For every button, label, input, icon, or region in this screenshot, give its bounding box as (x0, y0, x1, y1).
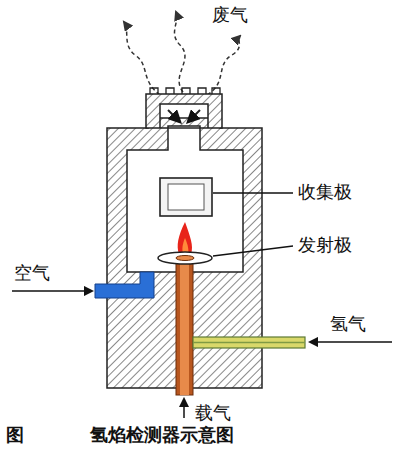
air-tube (95, 272, 154, 298)
carrier-gas-tube (176, 257, 193, 395)
hydrogen-tube (193, 337, 305, 348)
part-label: 发射极 (298, 234, 352, 256)
emitter-hole (176, 256, 194, 261)
part-label: 氢气 (330, 313, 366, 335)
part-label: 废气 (212, 4, 248, 26)
carrier-gas-tube-core (180, 257, 189, 395)
hydrogen-arrow (310, 341, 392, 343)
flame (178, 222, 192, 254)
air-arrow (12, 290, 92, 292)
cap-flow-arrows (168, 110, 200, 122)
hydrogen-tube-stripe (193, 342, 305, 344)
part-label: 收集极 (298, 181, 352, 203)
emitter-leader (213, 246, 293, 256)
part-label: 载气 (195, 402, 231, 424)
collector-electrode (160, 178, 212, 216)
part-label: 空气 (14, 262, 50, 284)
exhaust-cap (146, 94, 222, 128)
figure-caption: 图 氢焰检测器示意图 (6, 424, 234, 446)
collector-leader (213, 192, 293, 193)
emitter-electrode (158, 252, 212, 264)
carrier-arrow (183, 399, 185, 418)
cap-crenellation (150, 88, 220, 94)
